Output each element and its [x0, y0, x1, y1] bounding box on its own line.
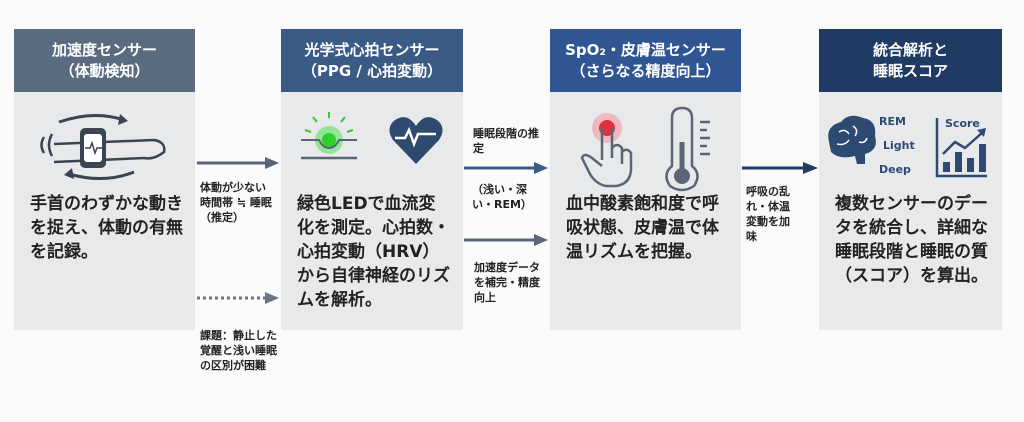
finger-touch-icon [580, 113, 633, 188]
spo2-skin-temp-card: SpO₂・皮膚温センサー （さらなる精度向上） 血中酸素飽和度で呼吸状態、皮膚温で… [550, 29, 741, 330]
arrow-2-to-3-top [464, 162, 548, 174]
card-title: SpO₂・皮膚温センサー [565, 40, 726, 59]
card-description: 複数センサーのデータを統合し、詳細な睡眠段階と睡眠の質（スコア）を算出。 [835, 194, 988, 286]
score-label: Score [945, 117, 980, 130]
card-subtitle: （さらなる精度向上） [570, 61, 721, 80]
connector-label-respiration: 呼吸の乱れ・体温変動を加味 [746, 185, 790, 243]
card-subtitle: （PPG / 心拍変動） [301, 61, 443, 80]
card-description: 血中酸素飽和度で呼吸状態、皮膚温で体温リズムを把握。 [566, 194, 719, 262]
card-header: 統合解析と睡眠スコア [819, 29, 1002, 92]
score-chart-icon [935, 118, 987, 178]
card-subtitle: 睡眠スコア [872, 61, 948, 80]
connector-label-sleep-estimate: 体動が少ない時間帯 ≒ 睡眠（推定） [200, 181, 272, 224]
light-label: Light [883, 139, 915, 152]
card-header: 加速度センサー （体動検知） [14, 29, 195, 92]
icon-row [281, 92, 463, 192]
card-title: 加速度センサー [51, 40, 157, 59]
card-description: 緑色LEDで血流変化を測定。心拍数・心拍変動（HRV）から自律神経のリズムを解析… [297, 194, 450, 310]
rem-label: REM [879, 115, 906, 128]
accelerometer-card: 加速度センサー （体動検知） 手首のわずかな動きを捉え、体動の有無を記録。 [14, 29, 195, 330]
dotted-arrow-1-to-2 [197, 292, 279, 304]
icon-row [550, 92, 741, 192]
connector-label-complement: 加速度データを補完・精度向上 [474, 261, 540, 304]
thermometer-icon [665, 106, 710, 192]
connector-label-issue: 課題：静止した覚醒と浅い睡眠の区別が困難 [200, 329, 277, 372]
brain-icon [828, 115, 876, 164]
arrow-1-to-2 [197, 157, 279, 169]
heart-rate-icon [389, 117, 443, 164]
card-title: 光学式心拍センサー [304, 40, 440, 59]
card-subtitle: （体動検知） [59, 61, 150, 80]
icon-row: REM Light Deep Score [819, 92, 1002, 192]
ppg-card: 光学式心拍センサー （PPG / 心拍変動） 緑色LEDで血流変化を測定。心拍数・… [281, 29, 463, 330]
green-led-icon [301, 112, 357, 160]
connector-label-stages: （浅い・深い・REM） [472, 183, 532, 211]
card-description: 手首のわずかな動きを捉え、体動の有無を記録。 [30, 194, 183, 262]
integrated-analysis-card: 統合解析と睡眠スコア REM Light Deep Score 複数センサーのデ… [819, 29, 1002, 330]
card-header: 光学式心拍センサー （PPG / 心拍変動） [281, 29, 463, 92]
wrist-watch-icon [14, 92, 195, 192]
card-header: SpO₂・皮膚温センサー （さらなる精度向上） [550, 29, 741, 92]
card-title: 統合解析と [872, 40, 948, 59]
connector-label-stage-estimate: 睡眠段階の推定 [473, 127, 539, 155]
deep-label: Deep [879, 163, 911, 176]
arrow-3-to-4 [742, 162, 818, 174]
arrow-2-to-3-bottom [464, 234, 548, 246]
